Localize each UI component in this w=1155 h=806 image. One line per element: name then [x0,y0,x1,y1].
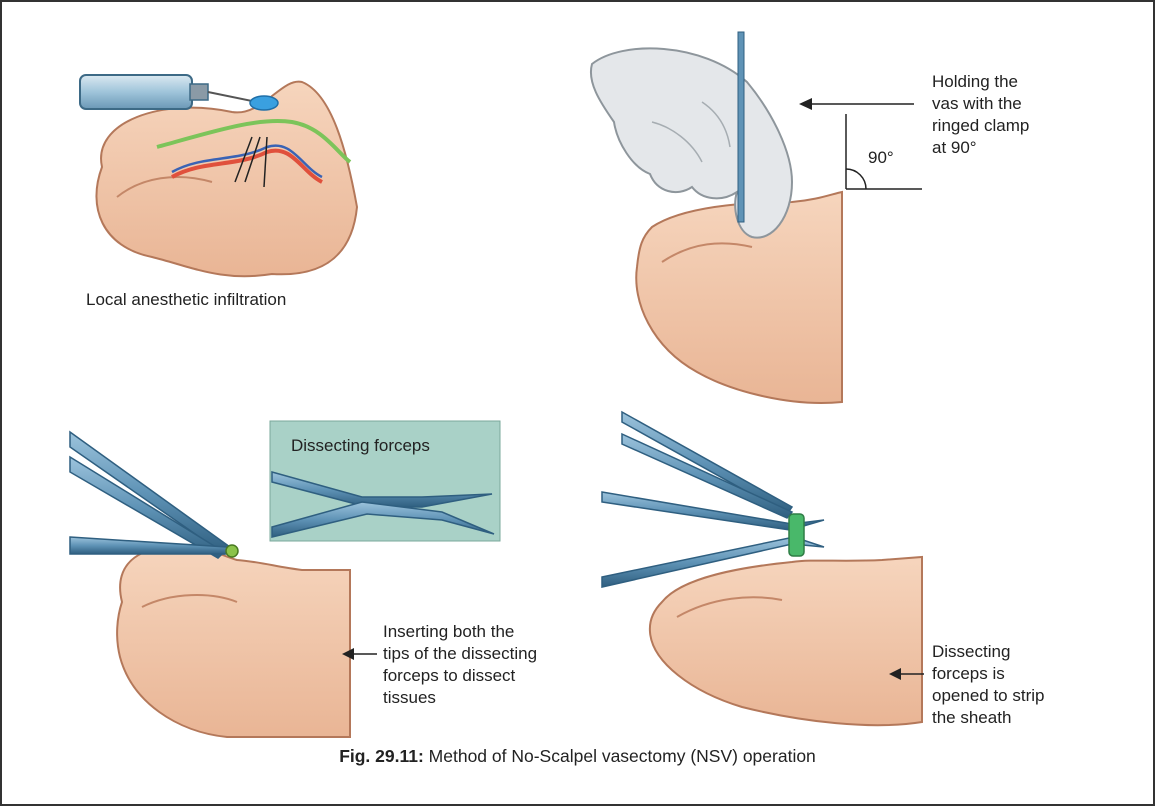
gloved-hand [591,48,792,237]
figure-number: Fig. 29.11: [339,746,424,766]
vas-sheath [789,514,804,556]
label-inserting-tips: Inserting both the tips of the dissectin… [383,621,537,709]
label-line: at 90° [932,137,1029,159]
label-line: tissues [383,687,537,709]
caption-text: Method of No-Scalpel vasectomy (NSV) ope… [424,746,816,766]
scrotum-bottom-left [117,546,350,737]
label-line: Inserting both the [383,621,537,643]
anesthetic-wheal [250,96,278,110]
label-line: forceps is [932,663,1044,685]
vas-loop-left [226,545,238,557]
label-local-anesthetic: Local anesthetic infiltration [86,289,286,311]
label-arrow [799,98,914,110]
label-line: tips of the dissecting [383,643,537,665]
scrotum-bottom-right [650,557,922,725]
label-line: Holding the [932,71,1029,93]
figure-caption: Fig. 29.11: Method of No-Scalpel vasecto… [2,746,1153,767]
label-line: Dissecting [932,641,1044,663]
ringed-clamp [738,32,744,222]
label-line: opened to strip [932,685,1044,707]
label-line: forceps to dissect [383,665,537,687]
syringe [80,75,257,109]
label-line: ringed clamp [932,115,1029,137]
inset-title: Dissecting forceps [291,435,430,457]
label-forceps-opened: Dissecting forceps is opened to strip th… [932,641,1044,729]
label-line: vas with the [932,93,1029,115]
label-line: the sheath [932,707,1044,729]
label-holding-vas: Holding the vas with the ringed clamp at… [932,71,1029,159]
angle-label: 90° [868,147,894,169]
